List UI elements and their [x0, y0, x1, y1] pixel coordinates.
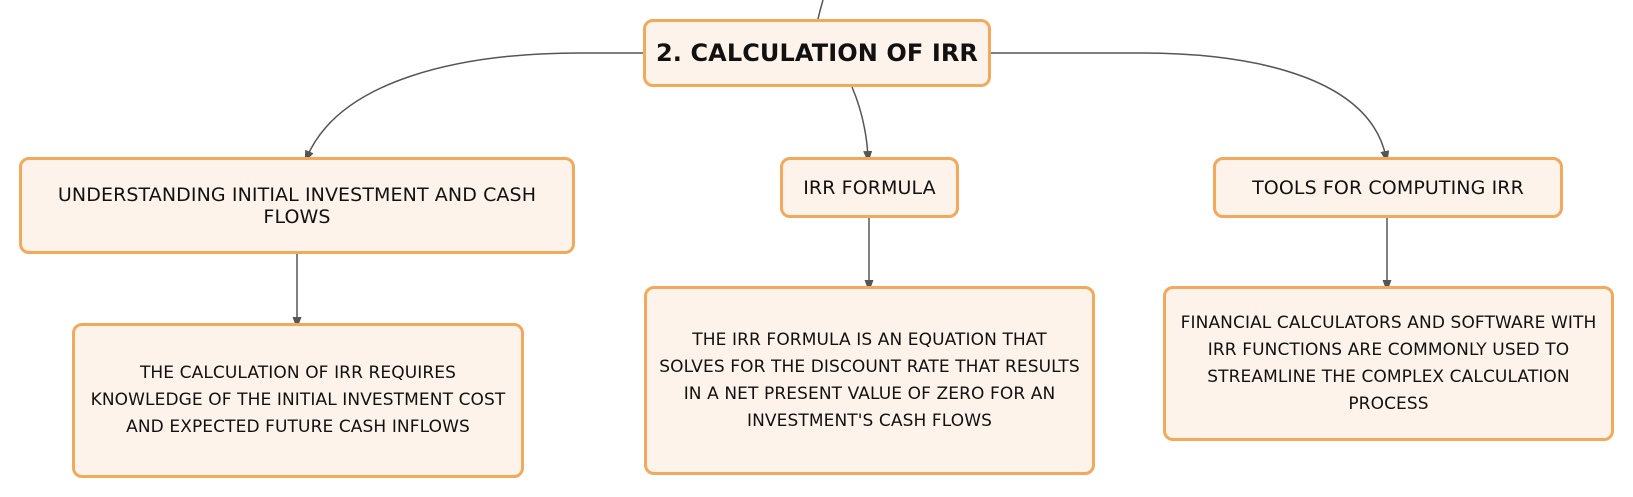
- connector-from-parent: [817, 0, 824, 20]
- detail-node-text: THE CALCULATION OF IRR REQUIRES KNOWLEDG…: [90, 363, 506, 437]
- detail-node-irr-formula[interactable]: THE IRR FORMULA IS AN EQUATION THAT SOLV…: [644, 286, 1095, 475]
- connector-root-to-formula: [851, 86, 873, 163]
- branch-node-tools[interactable]: TOOLS FOR COMPUTING IRR: [1213, 157, 1563, 218]
- root-node-label: 2. CALCULATION OF IRR: [655, 39, 979, 67]
- connector-root-to-tools: [991, 52, 1390, 163]
- branch-node-label: UNDERSTANDING INITIAL INVESTMENT AND CAS…: [57, 183, 537, 228]
- detail-node-text: THE IRR FORMULA IS AN EQUATION THAT SOLV…: [659, 329, 1080, 431]
- detail-node-understanding[interactable]: THE CALCULATION OF IRR REQUIRES KNOWLEDG…: [72, 323, 524, 478]
- detail-node-tools[interactable]: FINANCIAL CALCULATORS AND SOFTWARE WITH …: [1163, 286, 1614, 441]
- branch-node-label: TOOLS FOR COMPUTING IRR: [1252, 176, 1524, 199]
- branch-node-irr-formula[interactable]: IRR FORMULA: [780, 157, 959, 218]
- root-node[interactable]: 2. CALCULATION OF IRR: [643, 19, 991, 87]
- branch-node-label: IRR FORMULA: [803, 176, 936, 199]
- branch-node-understanding[interactable]: UNDERSTANDING INITIAL INVESTMENT AND CAS…: [19, 157, 575, 254]
- detail-node-text: FINANCIAL CALCULATORS AND SOFTWARE WITH …: [1180, 312, 1597, 414]
- connector-root-to-understanding: [304, 52, 643, 163]
